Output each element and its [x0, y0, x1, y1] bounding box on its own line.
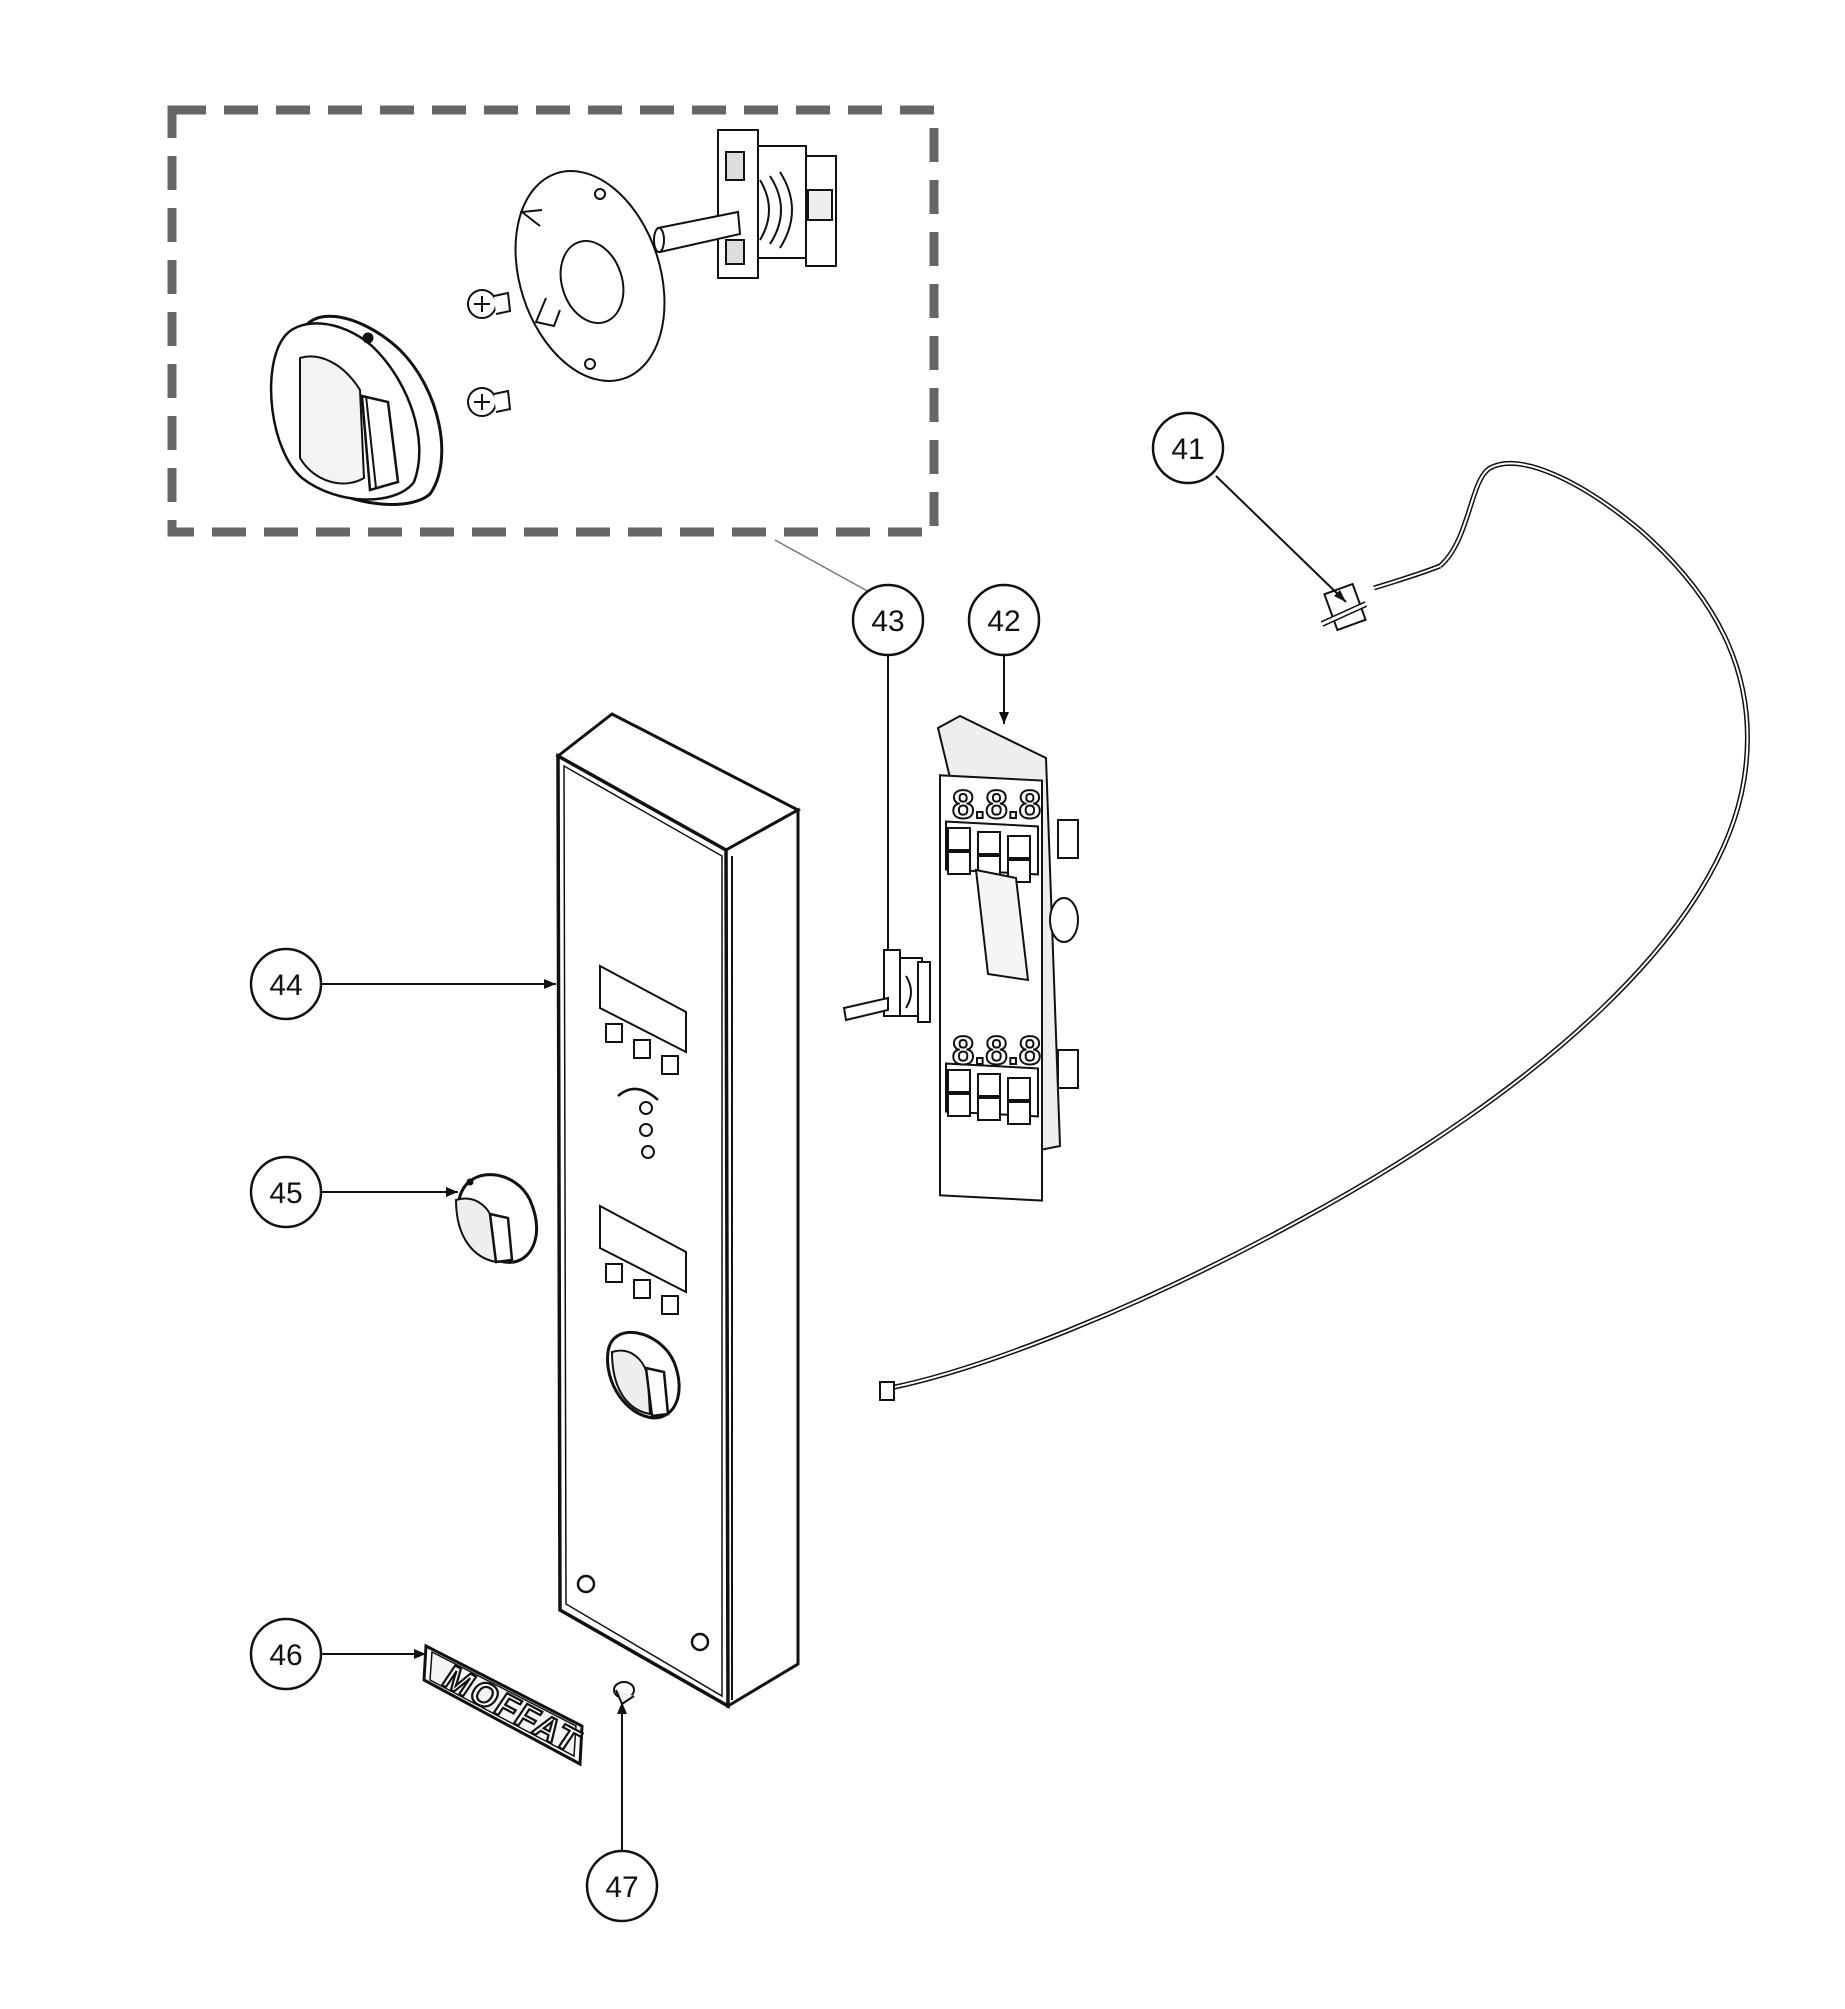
callout-label: 42 [987, 605, 1020, 638]
badge-logo-text: MOFFAT [436, 1659, 589, 1761]
leader-arrowheads [414, 590, 1346, 1714]
callout-43: 43 [851, 583, 925, 657]
callout-42: 42 [967, 583, 1041, 657]
callout-45: 45 [249, 1155, 323, 1229]
rotary-switch [653, 129, 837, 279]
clip-47 [613, 1681, 635, 1706]
callout-label: 47 [605, 1871, 638, 1904]
badge-46: MOFFAT [422, 1643, 590, 1767]
callout-label: 41 [1171, 433, 1204, 466]
callout-label: 45 [269, 1177, 302, 1210]
bezel-plate [514, 170, 666, 382]
screw-upper [467, 289, 512, 319]
fascia-panel-44 [555, 712, 802, 1710]
knob-45 [454, 1173, 538, 1264]
detail-box-group [167, 105, 939, 599]
detail-dashed-box [167, 105, 939, 537]
callout-41: 41 [1151, 411, 1225, 485]
bottom-display-digits: 8.8.8 [952, 1029, 1041, 1073]
callout-47: 47 [585, 1849, 659, 1923]
callout-label: 44 [269, 969, 302, 1002]
callout-circle [249, 1155, 323, 1229]
screw-lower [467, 387, 512, 417]
callout-circle [851, 583, 925, 657]
callout-46: 46 [249, 1617, 323, 1691]
control-board-42: 8.8.8 8.8.8 [936, 714, 1079, 1202]
callout-label: 43 [871, 605, 904, 638]
callout-circle [249, 947, 323, 1021]
large-knob [269, 314, 444, 506]
detail-leader-line [774, 539, 881, 599]
callout-circle [585, 1849, 659, 1923]
top-display-digits: 8.8.8 [952, 783, 1041, 827]
callout-44: 44 [249, 947, 323, 1021]
callout-circle [249, 1617, 323, 1691]
callout-circle [967, 583, 1041, 657]
callout-label: 46 [269, 1639, 302, 1672]
rotary-switch-43 [842, 949, 931, 1023]
callout-circle [1151, 411, 1225, 485]
